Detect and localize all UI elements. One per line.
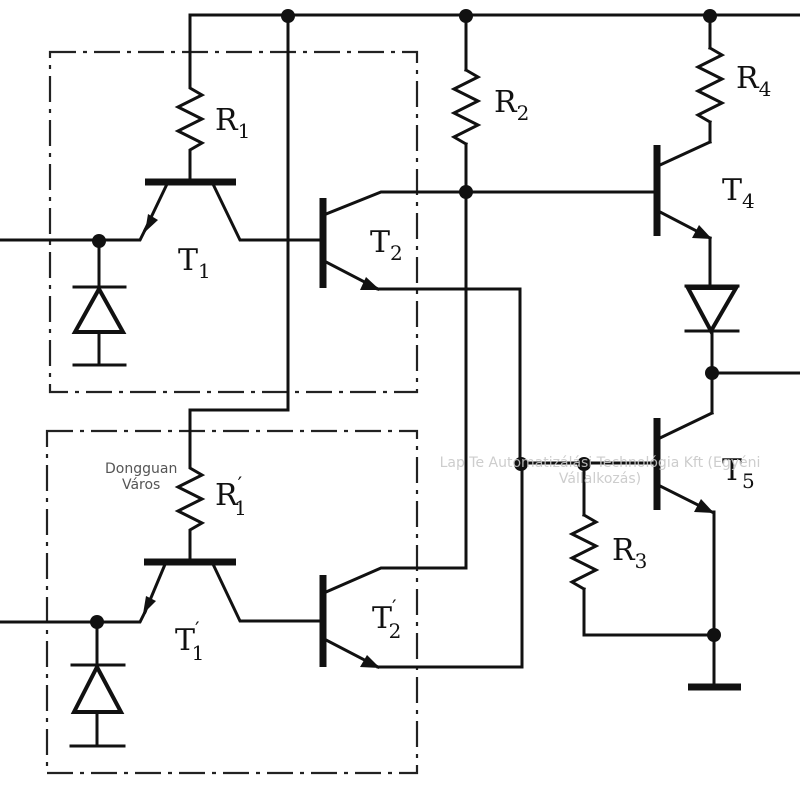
transistor-t1-prime [0,558,322,629]
resistor-r4 [694,14,726,144]
diode-output [684,284,800,415]
gate-enclosure-lower [45,429,419,775]
diode-input-upper [71,239,127,367]
transistor-t5 [653,410,741,691]
label-t1: T1 [178,243,211,283]
wire-r1p-supply [188,14,290,462]
watermark-right-line2: Vállalkozás) [558,471,642,487]
watermark-right: Lap Te Automatizálási Technológia Kft (E… [400,455,800,487]
label-t2: T2 [370,225,403,265]
resistor-r1 [174,78,206,184]
wire-t5-base [514,457,657,471]
label-r1-prime: R′1 [215,472,247,520]
resistor-r3 [568,462,716,637]
watermark-left-line2: Város [121,477,161,493]
label-t2-prime: T′2 [372,595,401,643]
transistor-t4 [653,140,713,286]
label-t4: T4 [722,173,755,213]
label-r4: R4 [736,61,771,101]
gate-enclosure-upper [48,50,419,394]
diode-input-lower [69,620,126,748]
transistor-t2-prime [319,461,524,670]
watermark-left: Dongguan Város [105,461,177,493]
transistor-t2 [319,190,522,465]
label-r2: R2 [494,85,529,125]
transistor-t1 [0,178,322,248]
resistor-r1-prime [174,458,206,564]
watermark-right-line1: Lap Te Automatizálási Technológia Kft (E… [439,455,761,471]
label-t1-prime: T′1 [175,617,204,665]
label-t5: T5 [722,453,755,493]
label-r1: R1 [215,103,250,143]
label-r3: R3 [612,533,647,573]
watermark-left-line1: Dongguan [105,461,178,477]
